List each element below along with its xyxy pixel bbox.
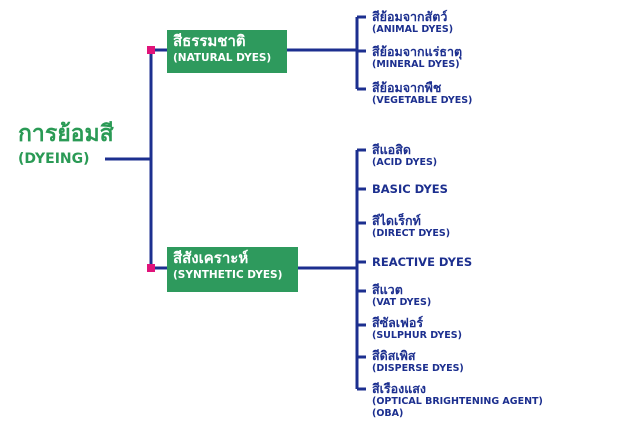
leaf-english: (MINERAL DYES) — [372, 59, 460, 70]
leaf-optical-brightening-agent: สีเรืองแสง (OPTICAL BRIGHTENING AGENT) (… — [372, 381, 543, 420]
root-title-english: (DYEING) — [18, 151, 90, 167]
root-title-thai: การย้อมสี — [18, 121, 114, 147]
leaf-english: (VAT DYES) — [372, 297, 432, 308]
leaf-english: REACTIVE DYES — [372, 255, 473, 269]
leaf-reactive-dyes: REACTIVE DYES — [372, 255, 472, 270]
leaf-english: (SULPHUR DYES) — [372, 330, 462, 341]
leaf-thai: สีเรืองแสง — [372, 381, 427, 396]
leaf-thai: สีแวต — [372, 282, 403, 297]
leaf-english: (ACID DYES) — [372, 157, 438, 168]
leaf-thai: สีย้อมจากพืช — [372, 80, 442, 95]
leaf-english: (DISPERSE DYES) — [372, 363, 464, 374]
synthetic-node-marker — [147, 264, 155, 272]
leaf-english: (ANIMAL DYES) — [372, 24, 454, 35]
leaf-english: (VEGETABLE DYES) — [372, 95, 473, 106]
natural-node-marker — [147, 46, 155, 54]
category-synthetic-thai: สีสังเคราะห์ — [173, 249, 249, 267]
leaf-english-abbrev: (OBA) — [372, 408, 404, 419]
leaf-vegetable-dyes: สีย้อมจากพืช (VEGETABLE DYES) — [372, 80, 472, 107]
leaf-thai: สีดิสเพิส — [372, 348, 416, 363]
leaf-thai: สีแอสิด — [372, 142, 411, 157]
leaf-basic-dyes: BASIC DYES — [372, 182, 448, 197]
leaf-thai: สีย้อมจากแร่ธาตุ — [372, 44, 463, 59]
root-node-dyeing: การย้อมสี (DYEING) — [18, 120, 114, 168]
category-synthetic-dyes: สีสังเคราะห์ (SYNTHETIC DYES) — [167, 247, 298, 292]
category-natural-english: (NATURAL DYES) — [173, 52, 272, 64]
leaf-english: BASIC DYES — [372, 182, 448, 196]
category-natural-dyes: สีธรรมชาติ (NATURAL DYES) — [167, 30, 287, 73]
category-synthetic-english: (SYNTHETIC DYES) — [173, 269, 283, 281]
leaf-mineral-dyes: สีย้อมจากแร่ธาตุ (MINERAL DYES) — [372, 44, 462, 71]
leaf-english: (DIRECT DYES) — [372, 228, 451, 239]
leaf-english: (OPTICAL BRIGHTENING AGENT) — [372, 396, 543, 407]
leaf-disperse-dyes: สีดิสเพิส (DISPERSE DYES) — [372, 348, 464, 375]
category-natural-thai: สีธรรมชาติ — [173, 32, 246, 50]
leaf-sulphur-dyes: สีซัลเฟอร์ (SULPHUR DYES) — [372, 315, 462, 342]
leaf-thai: สีไดเร็กท์ — [372, 213, 421, 228]
leaf-thai: สีซัลเฟอร์ — [372, 315, 424, 330]
leaf-vat-dyes: สีแวต (VAT DYES) — [372, 282, 431, 309]
leaf-direct-dyes: สีไดเร็กท์ (DIRECT DYES) — [372, 213, 450, 240]
leaf-animal-dyes: สีย้อมจากสัตว์ (ANIMAL DYES) — [372, 9, 453, 36]
leaf-thai: สีย้อมจากสัตว์ — [372, 9, 448, 24]
leaf-acid-dyes: สีแอสิด (ACID DYES) — [372, 142, 437, 169]
